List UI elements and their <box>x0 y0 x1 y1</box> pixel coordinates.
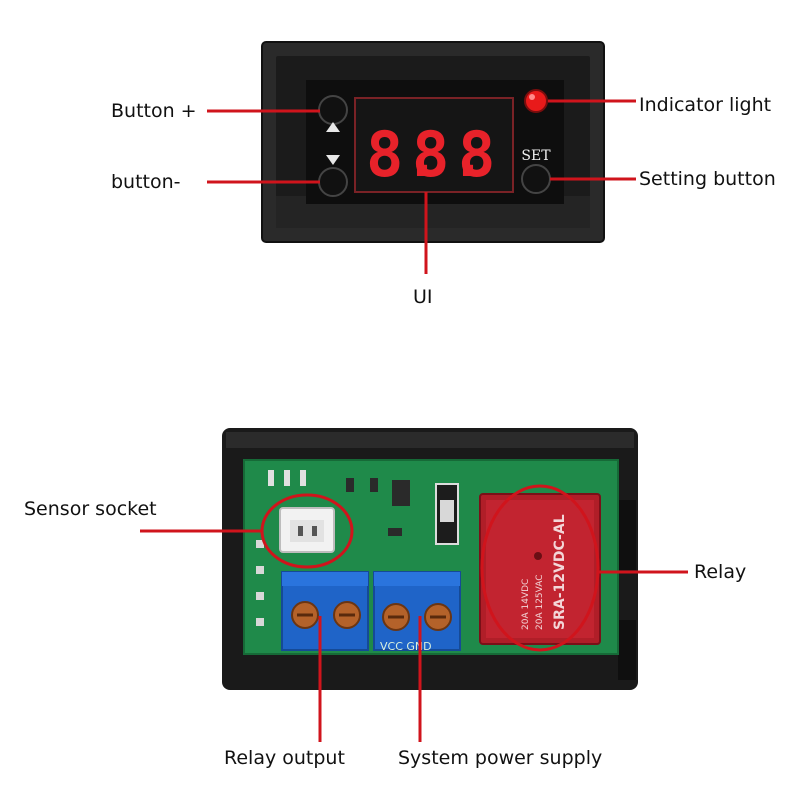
sensor-socket-pin-1 <box>298 526 303 536</box>
label-sensor-socket: Sensor socket <box>24 498 157 520</box>
sensor-socket-cavity <box>290 520 324 542</box>
silk-mark-2 <box>284 470 290 486</box>
relay-print: SRA-12VDC-AL <box>552 514 568 630</box>
smd-component-2 <box>370 478 378 492</box>
bottom-callouts <box>140 484 688 742</box>
display-window <box>354 97 514 193</box>
enclosure-notch-right <box>618 500 636 570</box>
indicator-light-glint <box>529 94 535 100</box>
diode-band <box>440 500 454 522</box>
edge-pad-1 <box>256 540 264 548</box>
rear-board-module: VCC GND SRA-12VDC-AL 20A 14VDC 20A 125VA… <box>222 428 638 690</box>
label-relay-output: Relay output <box>224 747 345 769</box>
edge-pad-3 <box>256 592 264 600</box>
set-button[interactable] <box>521 164 551 194</box>
label-relay: Relay <box>694 561 747 583</box>
edge-pad-4 <box>256 618 264 626</box>
relay-face <box>486 500 594 638</box>
power-supply-terminal-top <box>374 572 460 586</box>
board-silkscreen: VCC GND <box>380 640 432 653</box>
display-digit-2: 8. <box>412 118 487 191</box>
indicator-light <box>524 89 548 113</box>
display-digit-1: 8. <box>366 118 441 191</box>
label-ui: UI <box>413 286 433 308</box>
relay-rating-2: 20A 125VAC <box>535 574 545 630</box>
relay-dot <box>534 552 542 560</box>
relay-rating-1: 20A 14VDC <box>521 579 531 630</box>
relay-rating-group-1: 20A 14VDC <box>521 579 531 630</box>
label-setting-button: Setting button <box>639 168 776 190</box>
front-panel-module: 8. 8. 8 SET <box>261 41 605 243</box>
set-button-text: SET <box>521 148 551 164</box>
label-button-minus: button- <box>111 171 181 193</box>
label-indicator-light: Indicator light <box>639 94 772 116</box>
edge-pad-2 <box>256 566 264 574</box>
silk-mark-3 <box>300 470 306 486</box>
relay-text-group: SRA-12VDC-AL <box>552 514 568 630</box>
smd-component-1 <box>346 478 354 492</box>
enclosure-notch-right-2 <box>618 620 636 680</box>
label-button-plus: Button + <box>111 100 197 122</box>
relay-rating-group-2: 20A 125VAC <box>535 574 545 630</box>
silk-mark-1 <box>268 470 274 486</box>
relay-highlight <box>480 484 600 652</box>
pcb-edge <box>243 459 619 655</box>
up-arrow-icon <box>326 122 340 132</box>
transistor <box>392 480 410 506</box>
label-system-power-supply: System power supply <box>398 747 603 769</box>
sensor-socket-pin-2 <box>312 526 317 536</box>
smd-component-3 <box>388 528 402 536</box>
minus-button[interactable] <box>318 167 348 197</box>
relay-output-terminal-top <box>282 572 368 586</box>
enclosure-top-rim <box>226 432 634 448</box>
top-callouts <box>207 99 636 274</box>
plus-button[interactable] <box>318 95 348 125</box>
display-digit-3: 8 <box>458 118 495 191</box>
down-arrow-icon <box>326 155 340 165</box>
